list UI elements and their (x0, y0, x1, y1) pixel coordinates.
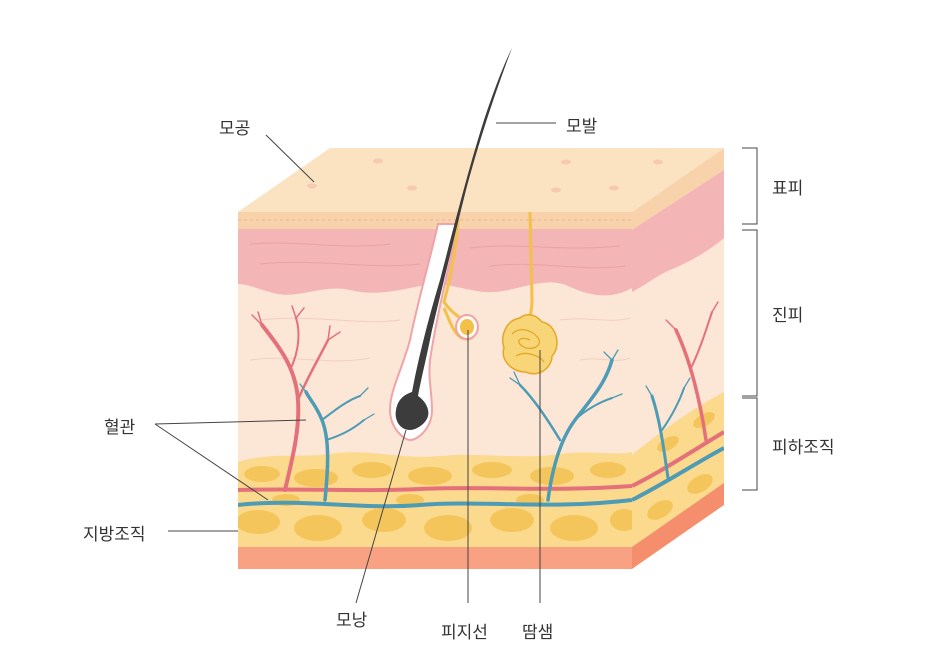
side-papillary (632, 170, 724, 292)
bottom-band (238, 547, 632, 569)
bracket-subcutaneous (742, 397, 758, 491)
label-hair-follicle: 모낭 (336, 611, 368, 631)
bracket-epidermis (742, 147, 758, 225)
artery-horizontal (238, 484, 632, 493)
label-sweat-gland: 땀샘 (522, 623, 554, 643)
pore-dots (307, 158, 663, 193)
vein-horizontal (238, 498, 632, 509)
label-blood-vessel: 혈관 (104, 418, 136, 438)
vein-tree-left (299, 383, 375, 502)
leader-pore (265, 134, 315, 183)
epidermis-band (238, 212, 632, 230)
artery-tree-left (251, 305, 341, 492)
sweat-gland-coil (502, 314, 558, 375)
leader-lines (154, 122, 758, 604)
leader-vessel-2 (154, 423, 269, 501)
hair-shaft (395, 48, 512, 430)
side-bottom-band (632, 483, 724, 569)
label-subcutaneous: 피하조직 (772, 438, 835, 458)
side-fat (632, 392, 724, 569)
label-fat-tissue: 지방조직 (83, 525, 146, 545)
label-dermis: 진피 (772, 306, 804, 326)
leader-vessel-1 (154, 419, 307, 425)
leader-follicle (355, 429, 407, 604)
epidermis-top-face (238, 148, 724, 212)
label-sebaceous-gland: 피지선 (441, 623, 488, 643)
label-epidermis: 표피 (772, 179, 804, 199)
vein-tree-right (509, 349, 623, 502)
label-pore: 모공 (219, 119, 251, 139)
side-epidermis (632, 148, 724, 230)
bracket-dermis (742, 229, 758, 397)
label-hair: 모발 (566, 117, 598, 137)
